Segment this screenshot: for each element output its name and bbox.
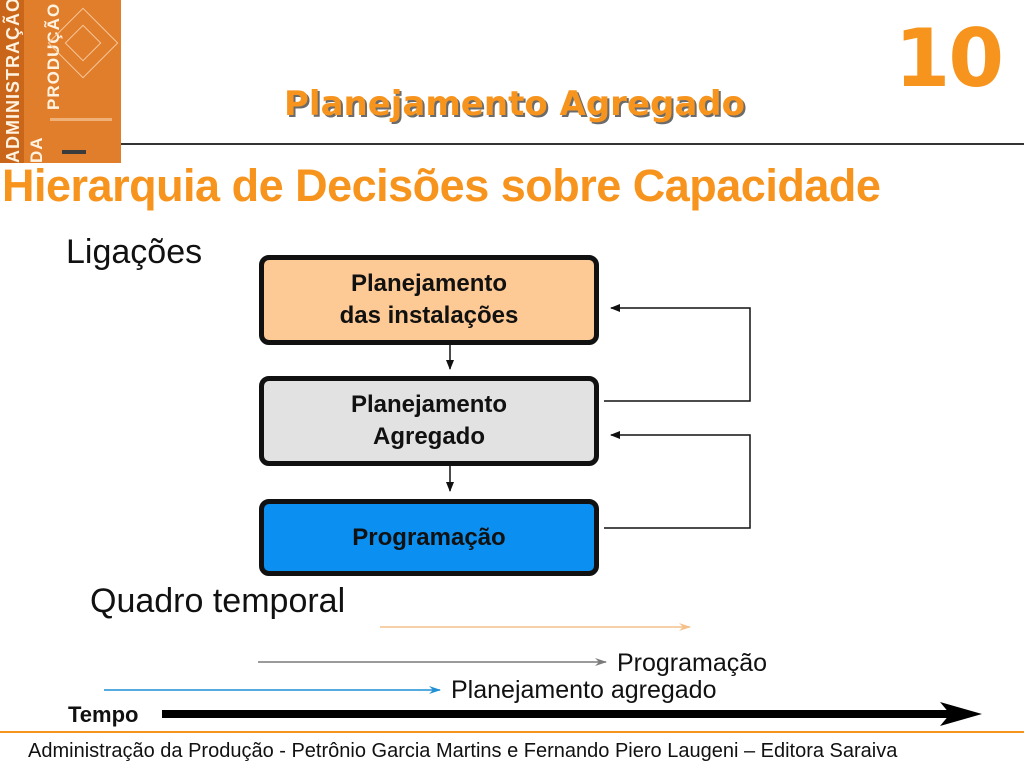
tempo-label: Tempo (68, 702, 139, 727)
feedback-agregado-to-instalacoes (604, 304, 751, 402)
box-planejamento-agregado: Planejamento Agregado (259, 376, 599, 466)
box-programacao-line1: Programação (352, 523, 506, 551)
quadro-temporal-heading: Quadro temporal (90, 582, 346, 620)
header-divider (121, 143, 1024, 145)
box-planejamento-instalacoes: Planejamento das instalações (259, 255, 599, 345)
cover-subtitle-bar (50, 118, 112, 121)
feedback-programacao-to-agregado (604, 431, 751, 529)
chapter-number: 10 (894, 12, 1004, 105)
footer-divider (0, 731, 1024, 733)
ligacoes-heading: Ligações (66, 233, 203, 271)
slide-title: Hierarquia de Decisões sobre Capacidade (2, 160, 881, 211)
chapter-title: Planejamento Agregado (284, 84, 745, 124)
box-agregado-line1: Planejamento (350, 391, 508, 418)
box-instalacoes-line1: Planejamento (350, 270, 508, 297)
tempo-axis-bar (162, 710, 952, 718)
cover-band (0, 0, 24, 163)
box-instalacoes-line2: das instalações (339, 302, 519, 329)
tempo-axis-arrowhead (940, 702, 982, 726)
timeline-agregado-label: Planejamento agregado (451, 676, 717, 704)
cover-publisher-logo-icon (62, 150, 86, 154)
box-programacao: Programação (259, 499, 599, 576)
timeline-programacao-label: Programação (617, 649, 768, 677)
box-agregado-line2: Agregado (372, 423, 485, 450)
book-cover-image: ADMINISTRAÇÃO DA PRODUÇÃO (0, 0, 121, 163)
footer-credits: Administração da Produção - Petrônio Gar… (28, 740, 898, 762)
